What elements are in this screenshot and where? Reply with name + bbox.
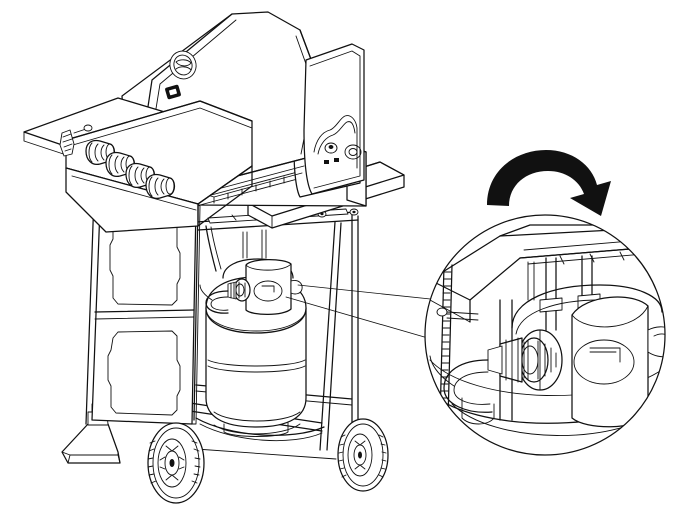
cabinet-doors — [91, 203, 197, 425]
collar-hand-hole — [253, 280, 283, 302]
leader-lines — [285, 284, 453, 346]
leg-foot-plate — [61, 403, 121, 464]
right-wheel — [337, 418, 389, 492]
burner-knob-4[interactable] — [145, 173, 176, 200]
clockwise-rotation-arrow — [487, 150, 611, 216]
cart-post-detail — [436, 255, 601, 421]
regulator-coupling-nut-detail — [487, 337, 523, 383]
lid-end-panel — [303, 43, 365, 195]
valve-handwheel-detail[interactable] — [517, 329, 563, 391]
regulator-coupling-nut — [227, 281, 237, 300]
collar-hand-hole — [573, 339, 635, 385]
cabinet-door-lower[interactable] — [107, 330, 181, 416]
gas-hose-detail — [429, 355, 495, 425]
control-panel — [59, 100, 253, 233]
tank-collar-detail — [511, 284, 665, 428]
lid-thermometer-gauge — [169, 50, 197, 80]
left-wheel — [147, 422, 205, 504]
detail-contents — [425, 215, 665, 455]
gas-hose — [199, 284, 229, 314]
tank-collar — [199, 225, 303, 315]
lid-badge — [165, 84, 181, 100]
magnified-detail-circle — [424, 214, 666, 456]
igniter-button[interactable] — [59, 124, 93, 157]
gas-grill-assembly — [23, 11, 405, 504]
